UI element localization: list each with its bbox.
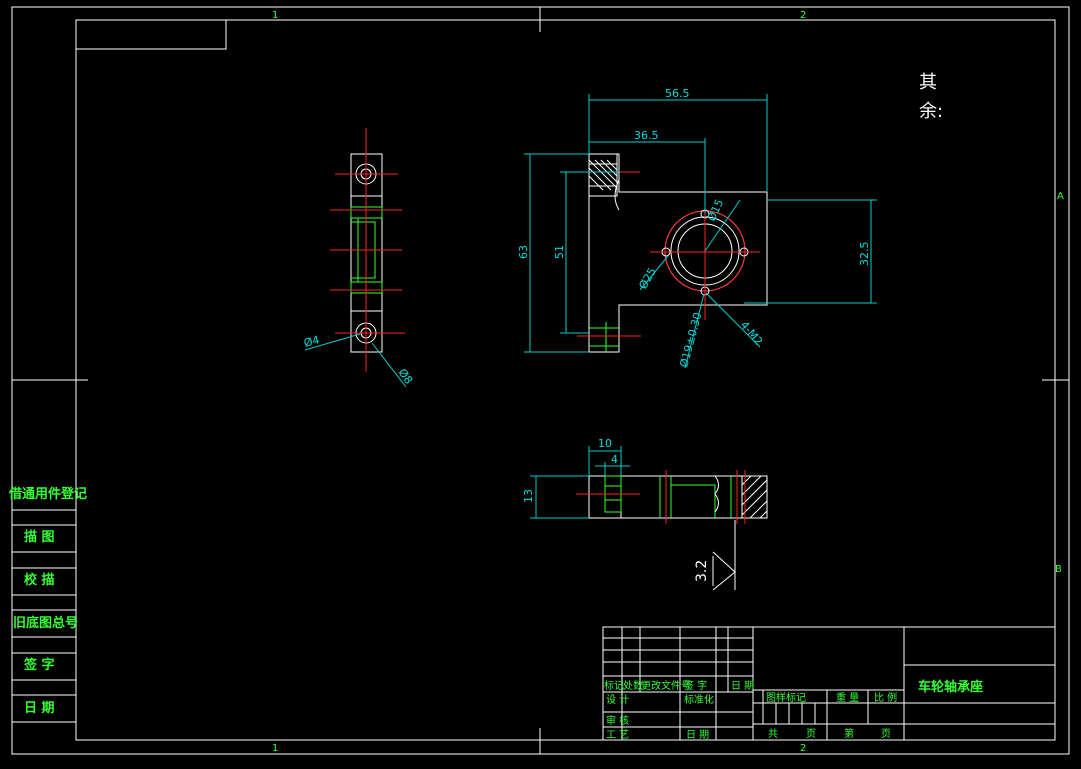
left-table-check: 校 描 xyxy=(24,572,55,588)
dim-phi8: Ø8 xyxy=(396,366,416,386)
left-signoff-table xyxy=(12,509,76,723)
title-total: 共 xyxy=(768,728,778,740)
title-weight: 重 量 xyxy=(836,691,859,704)
zone-label-bottom-1: 1 xyxy=(272,743,278,754)
left-table-date: 日 期 xyxy=(24,701,55,716)
front-view xyxy=(577,150,768,353)
dim-4: 4 xyxy=(611,453,618,466)
zone-label-top-2: 2 xyxy=(800,10,806,21)
dim-51: 51 xyxy=(553,245,566,259)
zone-label-right-b: B xyxy=(1055,564,1062,575)
left-table-old-no: 旧底图总号 xyxy=(13,615,78,631)
dim-phi4: Ø4 xyxy=(302,333,321,350)
dim-phi19: Ø19±0.30 xyxy=(677,311,704,369)
roughness-symbol xyxy=(712,520,736,591)
dim-63: 63 xyxy=(517,245,530,259)
title-design: 设 计 xyxy=(606,693,629,706)
roughness-value: 3.2 xyxy=(694,560,710,582)
top-view xyxy=(576,470,768,524)
drawing-frame xyxy=(11,6,1070,755)
title-scale: 比 例 xyxy=(874,691,897,704)
title-block xyxy=(602,626,1056,741)
left-table-reg: 借通用件登记 xyxy=(8,486,87,502)
title-hdr-count: 处数 xyxy=(623,679,643,692)
title-sheet-no: 第 xyxy=(844,727,854,740)
dim-36-5: 36.5 xyxy=(634,129,659,142)
dim-32-5: 32.5 xyxy=(858,242,871,267)
roughness-note-1: 其 xyxy=(919,72,937,93)
zone-label-right-a: A xyxy=(1057,191,1064,202)
title-process: 工 艺 xyxy=(606,729,629,741)
dim-4-m2: 4-M2 xyxy=(738,319,766,348)
title-date: 日 期 xyxy=(686,729,709,741)
dim-phi25: Ø25 xyxy=(636,265,659,291)
roughness-note-2: 余: xyxy=(919,101,943,122)
front-dimensions xyxy=(524,94,877,369)
title-stage-mark: 图样标记 xyxy=(766,691,806,704)
title-hdr-sign: 签 字 xyxy=(684,679,707,692)
title-hdr-date: 日 期 xyxy=(731,680,754,692)
left-table-trace: 描 图 xyxy=(24,529,55,545)
dim-13: 13 xyxy=(522,489,535,503)
dim-10: 10 xyxy=(598,437,612,450)
top-dimensions xyxy=(530,446,630,519)
title-page-2: 页 xyxy=(881,728,891,740)
left-table-sign: 签 字 xyxy=(23,657,55,673)
side-view xyxy=(304,128,407,388)
title-review: 审 核 xyxy=(606,714,629,727)
dim-56-5: 56.5 xyxy=(665,87,690,100)
zone-label-bottom-2: 2 xyxy=(800,743,806,754)
title-hdr-change: 更改文件号 xyxy=(641,679,691,692)
title-part-name: 车轮轴承座 xyxy=(918,679,983,695)
title-standardize: 标准化 xyxy=(684,693,714,706)
zone-label-top-1: 1 xyxy=(272,10,278,21)
dim-phi15: Ø15 xyxy=(705,197,726,223)
title-page: 页 xyxy=(806,728,816,740)
title-hdr-mark: 标记 xyxy=(604,680,624,692)
